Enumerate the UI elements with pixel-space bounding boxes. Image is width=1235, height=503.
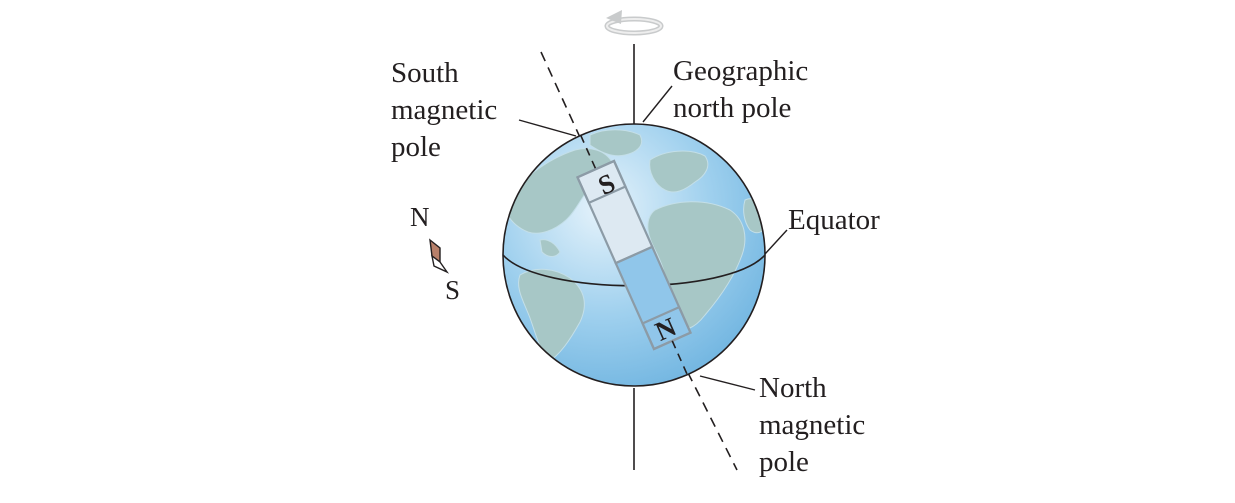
label-line: Geographic bbox=[673, 55, 809, 87]
label-line: South bbox=[391, 57, 459, 89]
compass-needle-icon bbox=[429, 238, 450, 274]
leader-north-magnetic bbox=[699, 375, 756, 391]
label-line: pole bbox=[391, 131, 441, 163]
magnetic-axis-bottom bbox=[679, 356, 738, 471]
label-line: S bbox=[445, 275, 461, 305]
leader-south-magnetic bbox=[518, 119, 577, 137]
label-line: north pole bbox=[673, 92, 792, 124]
label-line: magnetic bbox=[391, 94, 498, 126]
compass-north-label: N bbox=[410, 202, 430, 232]
equator-label: Equator bbox=[788, 202, 880, 239]
leader-equator bbox=[764, 229, 788, 255]
rotation-arrow-icon bbox=[604, 10, 664, 36]
bar-magnet bbox=[576, 135, 692, 375]
label-line: magnetic bbox=[759, 409, 866, 441]
compass-south-label: S bbox=[445, 275, 460, 305]
label-line: N bbox=[410, 202, 430, 232]
label-line: Equator bbox=[788, 204, 880, 236]
label-line: pole bbox=[759, 446, 809, 478]
label-line: North bbox=[759, 372, 827, 404]
geographic-north-pole-label: Geographic north pole bbox=[673, 53, 808, 127]
leader-geographic-north bbox=[642, 85, 673, 123]
south-magnetic-pole-label: South magnetic pole bbox=[391, 55, 497, 166]
north-magnetic-pole-label: North magnetic pole bbox=[759, 370, 865, 481]
